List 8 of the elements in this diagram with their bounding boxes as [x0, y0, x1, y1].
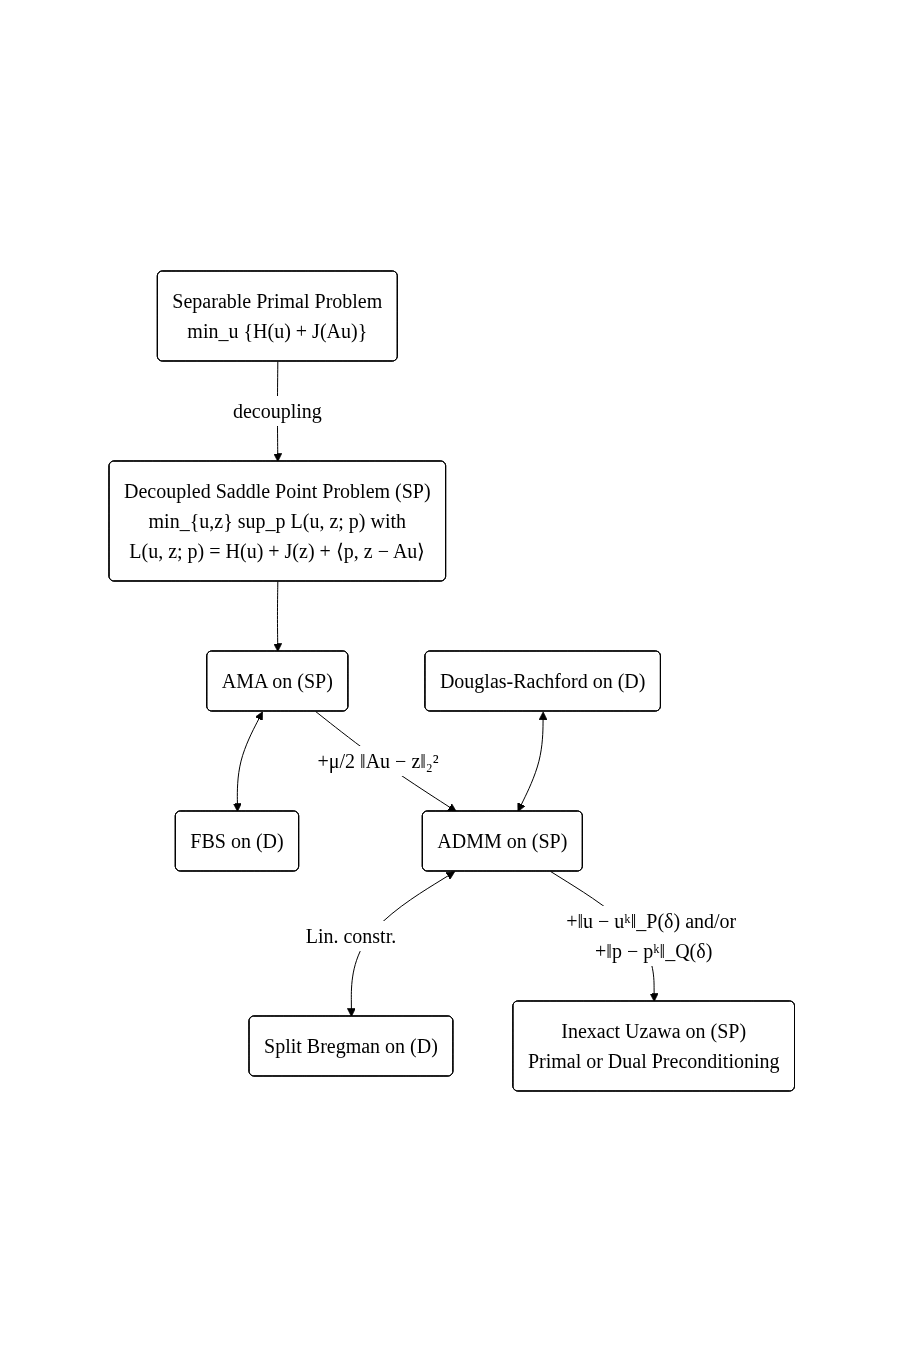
- arrow: [517, 711, 548, 812]
- arrow: [315, 710, 457, 812]
- edge-label: decoupling: [233, 399, 322, 422]
- edge-label: Lin. constr.: [305, 924, 397, 947]
- edge-label: +μ/2 ‖Au − z‖₂²: [317, 749, 440, 772]
- arrow: [233, 710, 264, 812]
- arrow: [273, 580, 283, 652]
- edge-label: +‖u − uᵏ‖_P(δ) and/or +‖p − pᵏ‖_Q(δ): [566, 909, 737, 962]
